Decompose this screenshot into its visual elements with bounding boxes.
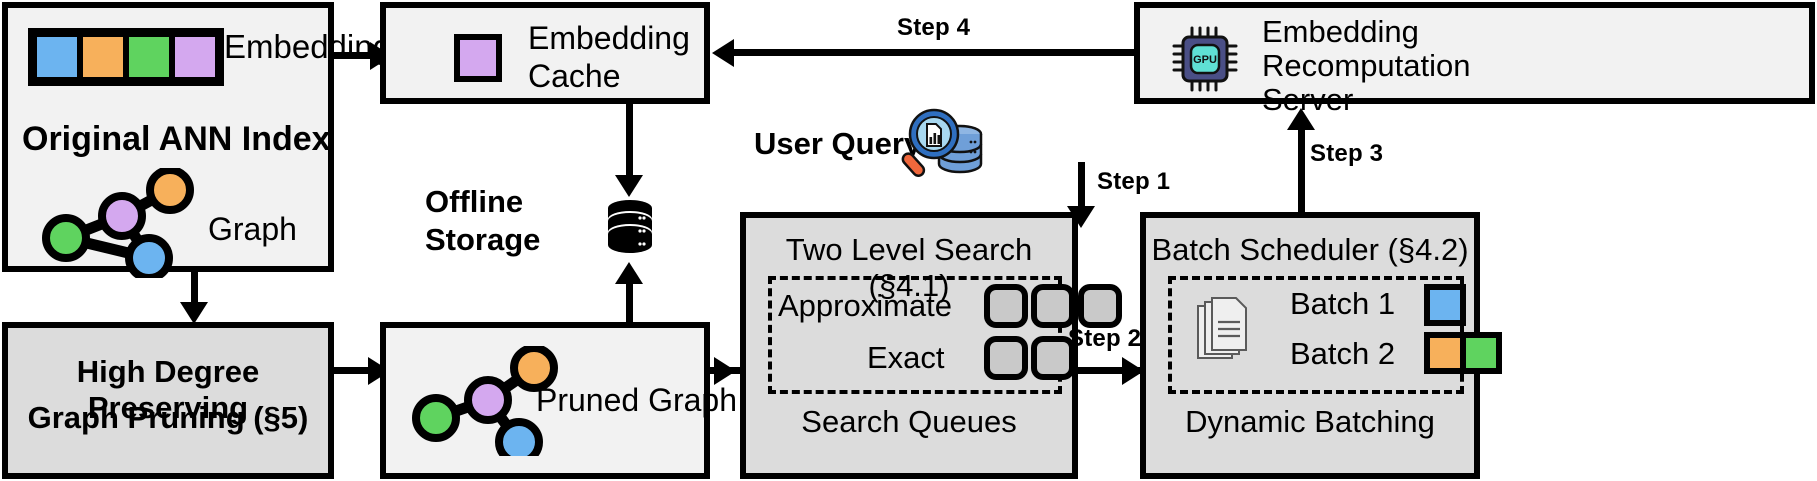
arrow-step4-head — [712, 39, 734, 67]
arrow-step4-line — [722, 49, 1136, 56]
arrow-step1-line — [1078, 162, 1085, 210]
embedding-cell-green — [126, 34, 172, 80]
pruned-graph-icon — [412, 346, 558, 456]
embedding-cache-box: Embedding Cache — [380, 2, 710, 104]
batch-2-items — [1424, 332, 1502, 374]
embedding-cell-orange — [80, 34, 126, 80]
graph-label: Graph — [208, 211, 297, 247]
graph-pruning-box: High Degree Preserving Graph Pruning (§5… — [2, 322, 334, 479]
step-3-label: Step 3 — [1310, 140, 1384, 167]
pruned-graph-box: Pruned Graph — [380, 322, 737, 479]
offline-storage-line1: Offline — [425, 184, 524, 219]
two-level-search-title: Two Level Search (§4.1) — [785, 232, 1033, 303]
queue-slot[interactable] — [1031, 284, 1075, 328]
documents-icon — [1197, 297, 1247, 359]
gpu-icon-text: GPU — [1193, 54, 1217, 66]
graph-pruning-line1: High Degree Preserving — [76, 354, 260, 425]
pruned-graph-label: Pruned Graph — [536, 382, 738, 418]
batch-scheduler-box: Batch Scheduler (§4.2) Batch 1 Batch 2 D… — [1140, 212, 1502, 479]
batch-scheduler-title: Batch Scheduler (§4.2) — [1151, 232, 1469, 267]
search-queues-footer: Search Queues — [801, 404, 1017, 439]
embedding-cell-blue — [34, 34, 80, 80]
queue-slot[interactable] — [1078, 284, 1122, 328]
queue-slot[interactable] — [1031, 336, 1075, 380]
queue-slot[interactable] — [984, 336, 1028, 380]
embedding-color-strip — [28, 28, 224, 86]
arrow-pruned-to-storage-line — [626, 282, 633, 324]
original-ann-index-title: Original ANN Index — [22, 120, 331, 158]
batch-1-label: Batch 1 — [1290, 286, 1396, 321]
exact-row-label: Exact — [867, 340, 945, 375]
batch-item-green — [1460, 332, 1502, 374]
batch-item-blue — [1424, 284, 1466, 326]
dynamic-batching-footer: Dynamic Batching — [1185, 404, 1435, 439]
offline-storage-line2: Storage — [425, 222, 541, 257]
two-level-search-box: Two Level Search (§4.1) Approximate Exac… — [740, 212, 1122, 479]
recomputation-server-line3: Server — [1262, 82, 1354, 117]
arrow-index-to-cache-line — [334, 52, 372, 59]
arrow-step2-head — [1122, 357, 1144, 385]
recomputation-server-line2: Recomputation — [1262, 48, 1471, 83]
embedding-cache-chip — [454, 34, 502, 82]
database-icon — [608, 200, 652, 253]
original-ann-index-box: Embedding Original ANN Index Graph — [2, 2, 391, 278]
approximate-queue-squares — [984, 284, 1122, 328]
embedding-cache-line1: Embedding — [528, 20, 690, 56]
arrow-pruned-to-search-head — [714, 357, 736, 385]
step-4-label: Step 4 — [897, 14, 971, 41]
step-1-label: Step 1 — [1097, 168, 1171, 195]
user-query-label: User Query — [754, 126, 922, 161]
batch-1-items — [1424, 284, 1466, 326]
embedding-cache-line2: Cache — [528, 58, 621, 94]
original-graph-icon — [42, 168, 194, 278]
recomputation-server-line1: Embedding — [1262, 14, 1419, 49]
arrow-cache-to-storage-line — [626, 104, 633, 178]
step-2-label: Step 2 — [1068, 325, 1142, 352]
gpu-chip-icon: GPU — [1172, 26, 1238, 92]
arrow-index-to-pruning-head — [180, 302, 208, 324]
arrow-step3-head — [1287, 108, 1315, 130]
arrow-cache-to-storage-head — [615, 175, 643, 197]
graph-pruning-line2: Graph Pruning (§5) — [27, 400, 309, 435]
embedding-cell-purple — [172, 34, 218, 80]
approximate-row-label: Approximate — [778, 288, 953, 323]
exact-queue-squares — [984, 336, 1075, 380]
arrow-pruned-to-storage-head — [615, 262, 643, 284]
arrow-step3-line — [1298, 128, 1305, 214]
arrow-index-to-pruning-line — [191, 272, 198, 304]
arrow-step2-line — [1078, 367, 1140, 374]
queue-slot[interactable] — [984, 284, 1028, 328]
query-search-database-icon — [901, 108, 983, 177]
recomputation-server-box: GPU Embedding Recomputation Server — [1134, 2, 1815, 117]
arrow-pruning-to-pruned-line — [334, 367, 370, 374]
search-queues-dashed-region — [768, 276, 1062, 394]
batch-2-label: Batch 2 — [1290, 336, 1396, 371]
embedding-label: Embedding — [224, 28, 391, 65]
